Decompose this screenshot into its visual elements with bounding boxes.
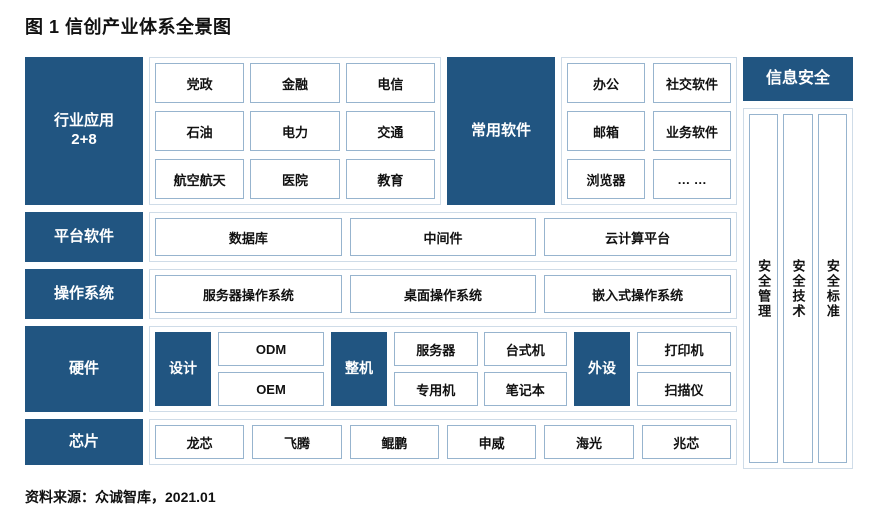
diagram-main-column: 行业应用 2+8 党政 金融 电信 石油 电力 交通 航空航天 医院 [25,57,737,469]
layer-row-operating-system: 操作系统 服务器操作系统 桌面操作系统 嵌入式操作系统 [25,269,737,319]
industry-application-panel: 党政 金融 电信 石油 电力 交通 航空航天 医院 教育 [149,57,441,205]
platform-software-cell-middleware[interactable]: 中间件 [349,218,537,256]
os-cell-desktop[interactable]: 桌面操作系统 [349,275,537,313]
platform-software-panel: 数据库 中间件 云计算平台 [149,212,737,262]
platform-software-cell-cloud-platform[interactable]: 云计算平台 [544,218,732,256]
information-security-column: 信息安全 安全管理 安全技术 安全标准 [743,57,853,469]
hardware-group-peripheral-cells: 打印机 扫描仪 [637,332,731,406]
chip-panel: 龙芯 飞腾 鲲鹏 申威 海光 兆芯 [149,419,737,465]
industry-cell-jiaoyu[interactable]: 教育 [345,159,435,199]
industry-cell-dangzheng[interactable]: 党政 [155,63,245,103]
layer-row-hardware: 硬件 设计 ODM OEM 整机 服务器 台式机 [25,326,737,412]
common-software-row: 办公 社交软件 [567,63,731,103]
common-software-cell-bangong[interactable]: 办公 [567,63,645,103]
common-software-cell-liulanqi[interactable]: 浏览器 [567,159,645,199]
figure-title: 图 1 信创产业体系全景图 [25,17,232,37]
hardware-cell-special-machine[interactable]: 专用机 [394,372,478,406]
hardware-cell-scanner[interactable]: 扫描仪 [637,372,731,406]
hardware-group-label-peripheral: 外设 [574,332,630,406]
industry-cell-hangkonghangtian[interactable]: 航空航天 [155,159,245,199]
industry-cell-dianli[interactable]: 电力 [250,111,340,151]
common-software-cell-youxiang[interactable]: 邮箱 [567,111,645,151]
layer-label-industry-application: 行业应用 2+8 [25,57,143,205]
security-column-standard-label: 安全标准 [824,258,840,319]
os-cell-server[interactable]: 服务器操作系统 [155,275,342,313]
layer-row-platform-software: 平台软件 数据库 中间件 云计算平台 [25,212,737,262]
hardware-cell-printer[interactable]: 打印机 [637,332,731,366]
layer-label-operating-system: 操作系统 [25,269,143,319]
industry-cell-shiyou[interactable]: 石油 [155,111,245,151]
layer-label-chip: 芯片 [25,419,143,465]
layer-label-industry-application-line1: 行业应用 [53,112,114,130]
security-column-management[interactable]: 安全管理 [749,114,779,463]
hardware-grid-row: ODM [218,332,324,366]
source-note: 资料来源：众诚智库，2021.01 [25,489,216,505]
hardware-group-whole-machine-cells: 服务器 台式机 专用机 笔记本 [394,332,567,406]
operating-system-panel: 服务器操作系统 桌面操作系统 嵌入式操作系统 [149,269,737,319]
industry-landscape-diagram: 行业应用 2+8 党政 金融 电信 石油 电力 交通 航空航天 医院 [25,57,853,469]
layer-label-common-software: 常用软件 [447,57,555,205]
common-software-row: 浏览器 … … [567,159,731,199]
common-software-cell-shejiaoruanjian[interactable]: 社交软件 [653,63,731,103]
hardware-cell-odm[interactable]: ODM [218,332,324,366]
security-column-technology-label: 安全技术 [790,258,806,319]
hardware-cell-oem[interactable]: OEM [218,372,324,406]
chip-cell-zhaoxin[interactable]: 兆芯 [641,425,731,459]
hardware-grid-row: 扫描仪 [637,372,731,406]
platform-software-cell-database[interactable]: 数据库 [155,218,342,256]
industry-cell-dianxin[interactable]: 电信 [345,63,435,103]
chip-cell-loongson[interactable]: 龙芯 [155,425,245,459]
hardware-grid-row: OEM [218,372,324,406]
hardware-cell-desktop-pc[interactable]: 台式机 [483,332,567,366]
industry-cell-yiyuan[interactable]: 医院 [250,159,340,199]
hardware-cell-server[interactable]: 服务器 [394,332,478,366]
os-cell-embedded[interactable]: 嵌入式操作系统 [544,275,732,313]
layer-row-chip: 芯片 龙芯 飞腾 鲲鹏 申威 海光 兆芯 [25,419,737,465]
layer-label-platform-software: 平台软件 [25,212,143,262]
chip-cell-kunpeng[interactable]: 鲲鹏 [349,425,439,459]
security-column-standard[interactable]: 安全标准 [817,114,847,463]
hardware-grid-row: 打印机 [637,332,731,366]
industry-application-row: 航空航天 医院 教育 [155,159,435,199]
hardware-cell-laptop[interactable]: 笔记本 [483,372,567,406]
industry-cell-jiaotong[interactable]: 交通 [345,111,435,151]
hardware-panel: 设计 ODM OEM 整机 服务器 台式机 专用机 [149,326,737,412]
information-security-header: 信息安全 [743,57,853,101]
hardware-group-label-whole-machine: 整机 [331,332,387,406]
hardware-group-label-design: 设计 [155,332,211,406]
chip-cell-hygon[interactable]: 海光 [544,425,634,459]
common-software-panel: 办公 社交软件 邮箱 业务软件 浏览器 … … [561,57,737,205]
hardware-grid-row: 专用机 笔记本 [394,372,567,406]
security-column-management-label: 安全管理 [756,258,772,319]
security-column-technology[interactable]: 安全技术 [783,114,813,463]
information-security-panel: 安全管理 安全技术 安全标准 [743,108,853,469]
hardware-grid-row: 服务器 台式机 [394,332,567,366]
hardware-group-design-cells: ODM OEM [218,332,324,406]
industry-application-row: 党政 金融 电信 [155,63,435,103]
chip-cell-phytium[interactable]: 飞腾 [252,425,342,459]
common-software-cell-yewuruanjian[interactable]: 业务软件 [653,111,731,151]
chip-cell-sunway[interactable]: 申威 [446,425,537,459]
industry-cell-jinrong[interactable]: 金融 [250,63,340,103]
layer-row-applications: 行业应用 2+8 党政 金融 电信 石油 电力 交通 航空航天 医院 [25,57,737,205]
layer-label-hardware: 硬件 [25,326,143,412]
common-software-cell-more[interactable]: … … [653,159,731,199]
layer-label-industry-application-line2: 2+8 [71,131,97,148]
industry-application-row: 石油 电力 交通 [155,111,435,151]
common-software-row: 邮箱 业务软件 [567,111,731,151]
